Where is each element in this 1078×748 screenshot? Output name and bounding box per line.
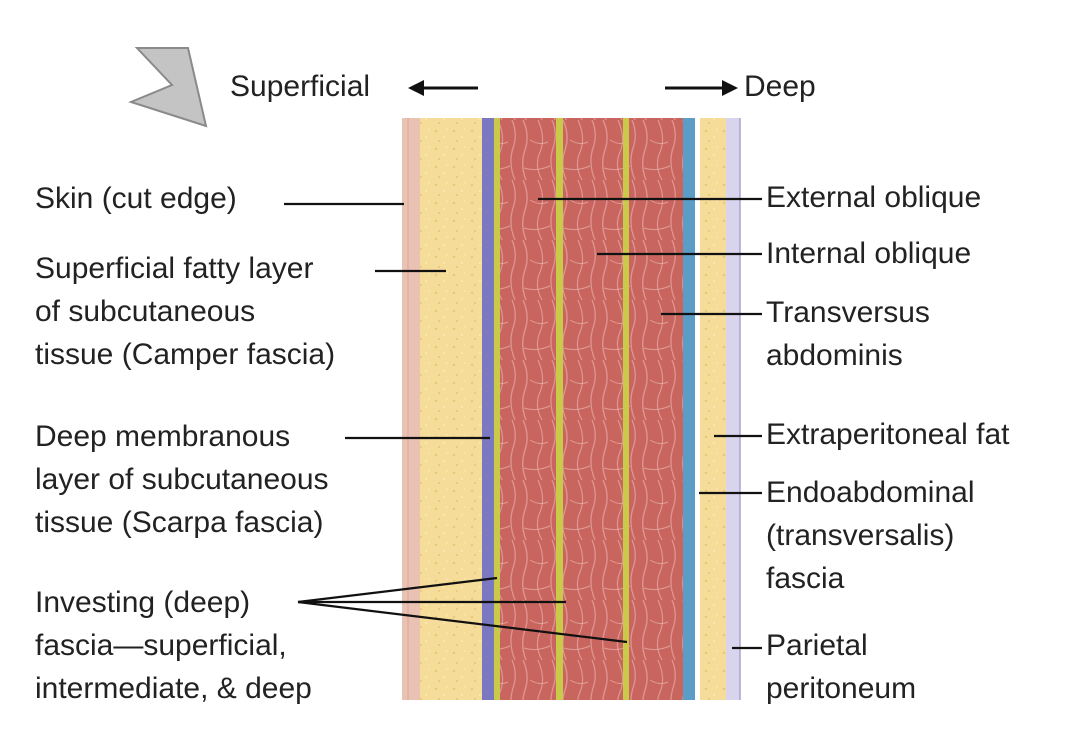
external-oblique-label: External oblique (766, 181, 982, 214)
camper-label-line2: of subcutaneous (35, 295, 256, 328)
layer-extraperitoneal-fat (700, 118, 726, 700)
superficial-arrow-icon (408, 80, 478, 96)
investing-fascia-superficial (494, 118, 500, 700)
leader-lines-left (284, 202, 628, 644)
layer-transversalis-fascia (683, 118, 695, 700)
deep-label: Deep (744, 70, 816, 103)
camper-label-line1: Superficial fatty layer (35, 252, 314, 285)
investing-label-line2: fascia—superficial, (35, 629, 287, 662)
skin-label: Skin (cut edge) (35, 182, 237, 215)
investing-fascia-deep (623, 118, 629, 700)
leader-lines-right (538, 197, 762, 650)
internal-oblique-label: Internal oblique (766, 237, 972, 270)
deep-arrow-icon (665, 80, 738, 96)
superficial-label: Superficial (230, 70, 371, 103)
endoabdominal-label-line1: Endoabdominal (766, 476, 975, 509)
investing-fascia-intermediate (556, 118, 563, 700)
layer-skin (402, 118, 420, 700)
scarpa-label-line3: tissue (Scarpa fascia) (35, 506, 324, 539)
peritoneum-label-line1: Parietal (766, 629, 868, 662)
extraperitoneal-label: Extraperitoneal fat (766, 418, 1010, 451)
transversus-label-line1: Transversus (766, 296, 930, 329)
endoabdominal-label-line3: fascia (766, 562, 845, 595)
endoabdominal-label-line2: (transversalis) (766, 519, 955, 552)
layer-camper-fat (420, 118, 482, 700)
investing-label-line3: intermediate, & deep (35, 672, 312, 705)
camper-label-line3: tissue (Camper fascia) (35, 338, 336, 371)
layer-parietal-peritoneum (726, 118, 740, 700)
investing-label-line1: Investing (deep) (35, 586, 251, 619)
scarpa-label-line1: Deep membranous (35, 420, 291, 453)
scarpa-label-line2: layer of subcutaneous (35, 463, 329, 496)
layer-scarpa-fascia (482, 118, 494, 700)
view-arrow-icon (128, 47, 208, 128)
layer-external-oblique (500, 118, 556, 700)
layer-transversus (629, 118, 683, 700)
peritoneum-label-line2: peritoneum (766, 672, 917, 705)
transversus-label-line2: abdominis (766, 339, 903, 372)
layer-internal-oblique (563, 118, 623, 700)
